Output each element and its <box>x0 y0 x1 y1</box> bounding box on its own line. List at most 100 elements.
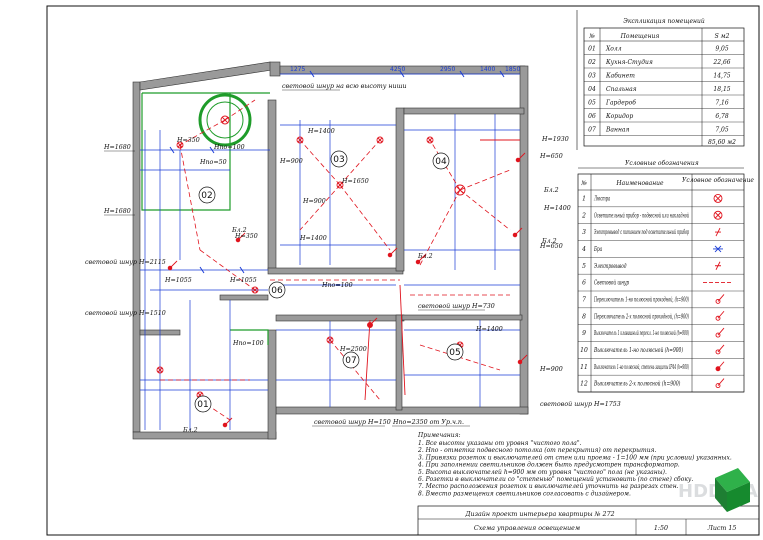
room-07: 07 <box>345 356 356 366</box>
label-br2-a: Бл.2 <box>182 427 198 434</box>
annotations: световой шнур на всю высоту ниши H=1680 … <box>85 83 621 434</box>
sheet-number: Лист 15 <box>707 525 737 532</box>
label-h1680b: H=1680 <box>103 208 131 215</box>
room-06: 06 <box>271 286 283 296</box>
legend-row-name: Световой шнур <box>594 280 629 287</box>
switch-icon <box>167 260 178 271</box>
pendant-lamp-icon <box>251 286 259 294</box>
label-br2-d: Бл.2 <box>543 187 559 194</box>
legend-row-number: 2 <box>581 212 586 219</box>
label-h1680a: H=1680 <box>103 144 131 151</box>
legend-row-name: Электровывод <box>594 263 627 270</box>
pendant-lamp-icon <box>426 136 434 144</box>
sheet-frame <box>46 5 760 536</box>
switch-1-key-icon <box>715 327 725 338</box>
dimension-lines <box>140 73 520 430</box>
switch-icon <box>387 247 398 258</box>
room-05: 05 <box>449 348 460 358</box>
legend-table: Условные обозначения № Наименование Усло… <box>577 160 754 393</box>
legend-col-name: Наименование <box>615 180 664 187</box>
legend-row-name: Осветительный прибор - подвесной или нак… <box>594 212 689 219</box>
legend-row-name: Выключатель 1 клавишный перекл. 1-но пол… <box>594 330 690 337</box>
switch-icon <box>367 317 378 328</box>
label-hb100c: Hпо=100 <box>232 340 264 347</box>
pendant-lamp-icon <box>296 136 304 144</box>
switch-icon <box>517 354 528 365</box>
rooms-total: 85,60 м2 <box>708 139 736 146</box>
dim-1: 1275 <box>290 66 305 73</box>
label-h1400b: H=1400 <box>299 235 327 242</box>
rooms-cell: 03 <box>588 73 596 80</box>
rooms-cell: 22,66 <box>712 59 730 66</box>
dim-5: 1850 <box>505 66 520 73</box>
switch-ip44-icon <box>715 361 725 372</box>
legend-row-number: 3 <box>582 229 586 236</box>
label-h900c: H=900 <box>539 366 563 373</box>
notes-title: Примечания: <box>417 432 461 439</box>
rooms-cell: Спальная <box>606 86 637 93</box>
rooms-table-title: Экспликация помещений <box>623 18 705 25</box>
rooms-col-name: Помещения <box>620 33 660 40</box>
label-h900: H=900 <box>279 158 303 165</box>
title-block: Дизайн проект интерьера квартиры № 272 С… <box>417 505 760 536</box>
room-01: 01 <box>197 400 208 410</box>
rooms-cell: 18,15 <box>713 86 730 93</box>
rooms-col-area: S м2 <box>715 33 730 40</box>
legend-row-number: 8 <box>582 313 586 320</box>
label-hb100b: Hпо=100 <box>321 282 353 289</box>
label-hb100: Hпо=100 <box>213 144 245 151</box>
label-h1650: H=1650 <box>341 178 369 185</box>
top-dimensions: 1275 4250 2950 1400 1850 <box>290 66 520 73</box>
pendant-lamp-icon <box>176 141 184 149</box>
rooms-cell: 05 <box>588 100 596 107</box>
rooms-table: Экспликация помещений № Помещения S м2 0… <box>576 10 745 150</box>
legend-row-number: 6 <box>582 280 586 287</box>
legend-row-number: 5 <box>582 263 586 270</box>
room-02: 02 <box>201 191 212 201</box>
scale: 1:50 <box>654 525 668 532</box>
label-h1055a: H=1055 <box>164 277 192 284</box>
rooms-cell: Ванная <box>605 127 629 134</box>
switch-2-pole-icon <box>715 310 725 321</box>
dimension-ticks <box>169 70 505 274</box>
rooms-cell: 14,75 <box>713 73 730 80</box>
label-h900b: H=900 <box>302 198 326 205</box>
dim-4: 1400 <box>480 66 495 73</box>
label-h1400d: H=1400 <box>475 326 503 333</box>
legend-row-number: 12 <box>580 381 588 388</box>
switch-1-pole-icon <box>715 294 725 304</box>
sconce-icon <box>713 245 723 253</box>
switches <box>167 152 528 428</box>
room-04: 04 <box>435 157 447 167</box>
project-title: Дизайн проект интерьера квартиры № 272 <box>464 511 614 518</box>
switch-icon <box>512 227 523 238</box>
label-h650: H=650 <box>539 153 563 160</box>
switch-icon <box>715 344 725 355</box>
dim-3: 2950 <box>440 66 455 73</box>
rooms-cell: 9,05 <box>715 46 729 53</box>
label-cord150: световой шнур H=150 <box>314 419 391 426</box>
legend-row-name: Выключатель 2-х полюсной (h=900) <box>593 381 681 388</box>
label-cord730: световой шнур H=730 <box>418 303 495 310</box>
chandelier-icon <box>713 193 723 203</box>
note-item: 5. Высота выключателей h=900 мм от уровн… <box>418 469 667 476</box>
chandelier-circle <box>198 93 252 147</box>
legend-row-number: 1 <box>582 195 586 202</box>
room-number-labels: 01 02 03 04 05 06 07 <box>197 155 460 410</box>
label-h1400: H=1400 <box>307 128 335 135</box>
legend-row-number: 4 <box>581 246 586 253</box>
rooms-cell: 01 <box>588 46 596 53</box>
legend-row-number: 9 <box>582 330 586 337</box>
label-cord1753: световой шнур H=1753 <box>540 401 621 408</box>
label-h350b: H=350 <box>234 233 258 240</box>
label-h1930: H=1930 <box>541 136 569 143</box>
notes: Примечания: 1. Все высоты указаны от уро… <box>417 432 732 497</box>
legend-row-name: Выключатель 1-но полюсной (h=900) <box>593 347 683 354</box>
wiring <box>160 99 511 421</box>
hdd-logo-icon <box>715 468 750 512</box>
pendant-lamp-icon <box>220 115 230 125</box>
pendant-lamp-icon <box>336 181 344 189</box>
sheet-name: Схема управления освещением <box>474 525 580 532</box>
rooms-cell: 07 <box>588 127 596 134</box>
rooms-cell: Гардероб <box>605 100 636 107</box>
